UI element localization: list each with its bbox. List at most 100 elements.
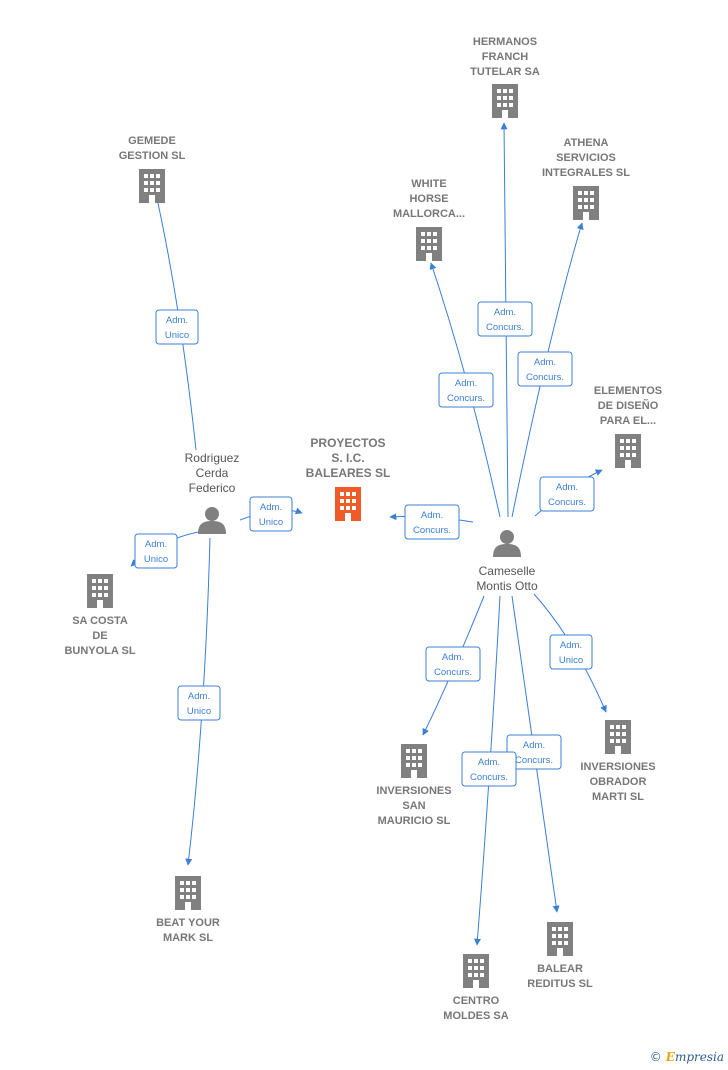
edge-rodriguez-to-beat: Adm. Unico — [177, 537, 221, 866]
role-badge[interactable]: Adm.Concurs. — [438, 372, 494, 408]
building-icon — [605, 720, 631, 754]
edge-rodriguez-to-gemede: Adm. Unico — [151, 184, 199, 451]
node-label: MOLDES SA — [443, 1010, 508, 1022]
edge-rodriguez-to-sacosta: Adm. Unico — [130, 531, 199, 569]
role-badge-text: Concurs. — [526, 372, 564, 383]
edge-cameselle-to-balear: Adm.Concurs. — [506, 595, 562, 913]
node-label: INVERSIONES — [580, 761, 655, 773]
empresia-watermark[interactable]: ©Empresia — [650, 1050, 724, 1064]
node-hermanos[interactable]: HERMANOS FRANCH TUTELAR SA — [470, 36, 540, 118]
node-label: Federico — [189, 481, 236, 495]
role-badge-text: Adm. — [442, 652, 464, 663]
node-label: FRANCH — [482, 51, 528, 63]
role-badge-text: Concurs. — [434, 667, 472, 678]
edge-cameselle-to-proyectos: Adm.Concurs. — [389, 504, 474, 540]
edge-line — [511, 222, 584, 518]
building-icon — [401, 744, 427, 778]
building-icon — [492, 84, 518, 118]
role-badge[interactable]: Adm.Unico — [249, 496, 293, 532]
building-icon — [547, 922, 573, 956]
brand-initial: E — [665, 1050, 675, 1064]
node-label: HORSE — [409, 193, 448, 205]
building-icon — [335, 487, 361, 521]
brand-name: mpresia — [674, 1050, 724, 1064]
role-badge[interactable]: Adm. Concurs. — [539, 476, 595, 512]
node-obrador[interactable]: INVERSIONES OBRADOR MARTI SL — [580, 720, 656, 803]
role-badge[interactable]: Adm. Unico — [155, 309, 199, 345]
role-badge-box — [404, 504, 460, 540]
edge-cameselle-to-obrador: Adm. Unico — [533, 593, 607, 713]
role-badge-text: Unico — [559, 655, 583, 666]
role-badge[interactable]: Adm.Concurs. — [404, 504, 460, 540]
building-icon — [139, 169, 165, 203]
role-badge-text: Adm. — [560, 640, 582, 651]
edge-cameselle-to-elementos: Adm. Concurs. — [534, 469, 603, 517]
role-badge[interactable]: Adm. Unico — [177, 685, 221, 721]
node-label: HERMANOS — [473, 36, 537, 48]
role-badge[interactable]: Adm. Unico — [134, 533, 178, 569]
role-badge-text: Concurs. — [548, 497, 586, 508]
node-beat[interactable]: BEAT YOUR MARK SL — [156, 876, 220, 944]
role-badge-text: Concurs. — [447, 393, 485, 404]
role-badge-text: Concurs. — [515, 755, 553, 766]
edge-cameselle-to-sanmauricio: Adm. Concurs. — [422, 595, 485, 736]
node-label: DE DISEÑO — [598, 399, 659, 412]
node-label: BALEAR — [537, 963, 583, 975]
building-icon — [175, 876, 201, 910]
node-label: Rodriguez — [185, 451, 240, 465]
role-badge-text: Concurs. — [486, 322, 524, 333]
node-label: BEAT YOUR — [156, 917, 220, 929]
node-label: GESTION SL — [119, 150, 186, 162]
role-badge[interactable]: Adm. Concurs. — [425, 646, 481, 682]
node-label: Montis Otto — [476, 579, 538, 593]
role-badge-text: Adm. — [145, 539, 167, 550]
node-label: Cameselle — [479, 564, 536, 578]
node-label: Cerda — [196, 466, 229, 480]
role-badge-text: Adm. — [556, 482, 578, 493]
node-label: INVERSIONES — [376, 785, 451, 797]
node-label: SERVICIOS — [556, 152, 616, 164]
role-badge-text: Unico — [259, 517, 283, 528]
role-badge-box — [438, 372, 494, 408]
node-label: MARTI SL — [592, 791, 644, 803]
role-badge-text: Unico — [165, 330, 189, 341]
role-badge-text: Adm. — [188, 691, 210, 702]
role-badge-box — [249, 496, 293, 532]
node-label: OBRADOR — [590, 776, 647, 788]
role-badge-text: Unico — [187, 706, 211, 717]
role-badge[interactable]: Adm. Unico — [549, 634, 593, 670]
node-label: MARK SL — [163, 932, 213, 944]
role-badge-text: Adm. — [166, 315, 188, 326]
edge-cameselle-to-centro: Adm. Concurs. — [461, 595, 517, 946]
building-icon — [416, 227, 442, 261]
role-badge-box — [517, 351, 573, 387]
role-badge[interactable]: Adm. Concurs. — [477, 301, 533, 337]
node-label: ELEMENTOS — [594, 385, 662, 397]
role-badge[interactable]: Adm. Concurs. — [461, 751, 517, 787]
role-badge-box — [134, 533, 178, 569]
role-badge-text: Concurs. — [470, 772, 508, 783]
role-badge-text: Unico — [144, 554, 168, 565]
node-label: SA COSTA — [72, 615, 128, 627]
node-label: TUTELAR SA — [470, 66, 540, 78]
node-white[interactable]: WHITEHORSEMALLORCA... — [393, 178, 465, 261]
person-icon — [493, 530, 521, 557]
role-badge-text: Adm. — [478, 757, 500, 768]
edge-cameselle-to-hermanos: Adm. Concurs. — [477, 122, 533, 518]
role-badge-box — [477, 301, 533, 337]
role-badge[interactable]: Adm.Concurs. — [517, 351, 573, 387]
role-badge-text: Adm. — [494, 307, 516, 318]
building-icon — [87, 574, 113, 608]
